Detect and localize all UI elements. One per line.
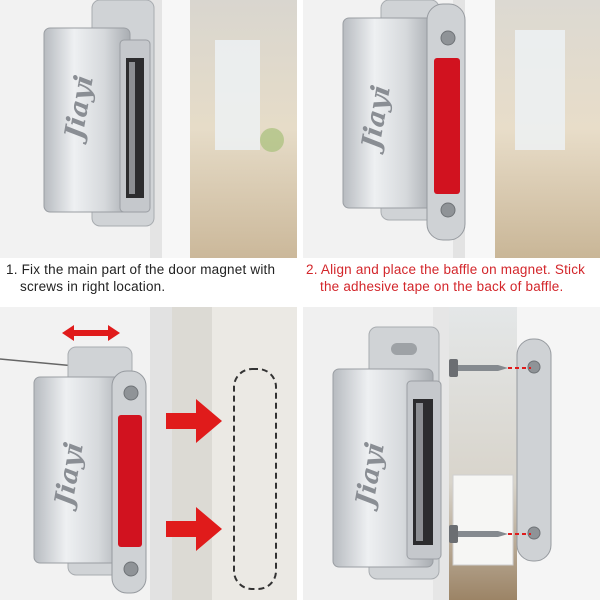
arrow-right-icon: [166, 399, 222, 443]
panel-step3-photo: Jiayi: [0, 307, 297, 600]
caption-step1-line2: screws in right location.: [20, 279, 166, 294]
double-arrow-icon: [62, 325, 120, 341]
caption-step2-line1: 2. Align and place the baffle on magnet.…: [306, 262, 586, 277]
caption-step1: 1. Fix the main part of the door magnet …: [6, 261, 298, 295]
caption-step1-line1: 1. Fix the main part of the door magnet …: [6, 262, 276, 277]
arrow-right-icon: [166, 507, 222, 551]
panel-step1-photo: Jiayi: [0, 0, 297, 258]
panel-step4-photo: Jiayi: [303, 307, 600, 600]
screw-icon: [449, 525, 531, 543]
screw-icon: [449, 359, 531, 377]
caption-step2-line2: the adhesive tape on the back of baffle.: [320, 279, 564, 294]
caption-step2: 2. Align and place the baffle on magnet.…: [306, 261, 600, 295]
panel-step2-photo: Jiayi: [303, 0, 600, 258]
